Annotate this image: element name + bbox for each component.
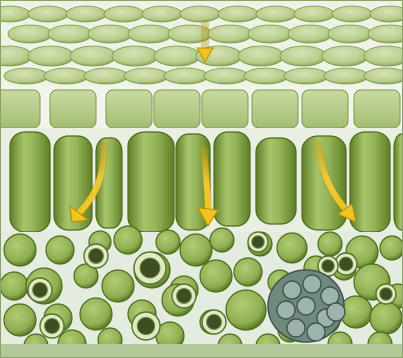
cuticle-cell <box>204 68 248 84</box>
palisade-cell <box>394 134 403 230</box>
xylem-tube <box>297 297 315 315</box>
cuticle-cell <box>44 68 88 84</box>
spongy-cell <box>114 226 142 254</box>
spongy-cell <box>46 236 74 264</box>
spongy-cell <box>380 236 403 260</box>
spongy-cell <box>102 270 134 302</box>
epidermis-cell <box>154 90 200 128</box>
spongy-cell <box>226 290 266 330</box>
palisade-cell <box>256 138 296 224</box>
cuticle-cell <box>142 6 182 22</box>
cuticle-cell <box>180 6 220 22</box>
cuticle-cell <box>208 25 252 43</box>
cuticle-cell <box>332 6 372 22</box>
cuticle-cell <box>4 68 48 84</box>
spongy-cell <box>156 230 180 254</box>
cuticle-cell <box>28 46 74 66</box>
cuticle-cell <box>124 68 168 84</box>
spongy-cell <box>234 258 262 286</box>
spongy-cell <box>4 234 36 266</box>
vascular-bundle <box>268 270 345 342</box>
cuticle-cell <box>364 68 403 84</box>
xylem-tube <box>321 287 339 305</box>
cuticle-cell <box>238 46 284 66</box>
palisade-cell <box>10 132 50 232</box>
cuticle-cell <box>370 6 403 22</box>
epidermis-cell <box>252 90 298 128</box>
palisade-cell <box>214 132 250 226</box>
xylem-tube <box>287 319 305 337</box>
epidermis-cell <box>202 90 248 128</box>
spongy-cell <box>318 232 342 256</box>
stoma-pore <box>339 257 353 271</box>
epidermis-cell <box>354 90 400 128</box>
cuticle-cell <box>164 68 208 84</box>
spongy-cell <box>277 233 307 263</box>
stoma-pore <box>140 258 160 278</box>
epidermis-cell <box>50 90 96 128</box>
stoma-pore <box>380 288 392 300</box>
cuticle-cell <box>104 6 144 22</box>
stoma-pore <box>137 317 154 334</box>
cuticle-cell <box>284 68 328 84</box>
palisade-cell <box>350 132 390 232</box>
spongy-cell <box>370 302 402 334</box>
epidermis-cell <box>106 90 152 128</box>
cuticle-cell <box>218 6 258 22</box>
stoma-pore <box>45 319 60 334</box>
cuticle-cell <box>128 25 172 43</box>
cuticle-cell <box>256 6 296 22</box>
epidermis-cell <box>302 90 348 128</box>
cuticle-cell <box>248 25 292 43</box>
lower-epidermis <box>0 344 403 358</box>
cuticle-cell <box>112 46 158 66</box>
cuticle-cell <box>324 68 368 84</box>
cuticle-cell <box>364 46 403 66</box>
upper-epidermis-rectangular-cells <box>0 86 403 132</box>
spongy-cell <box>200 260 232 292</box>
cuticle-cell <box>322 46 368 66</box>
spongy-cell <box>180 234 212 266</box>
cuticle-cell <box>154 46 200 66</box>
cuticle-cell <box>328 25 372 43</box>
spongy-cell <box>210 228 234 252</box>
cuticle-cell <box>70 46 116 66</box>
cuticle-cell <box>8 25 52 43</box>
cuticle-cell <box>288 25 332 43</box>
xylem-tube <box>277 301 295 319</box>
stoma-pore <box>89 249 104 264</box>
stoma-pore <box>322 260 334 272</box>
cuticle-cell <box>84 68 128 84</box>
xylem-tube <box>283 281 301 299</box>
cuticle-cell <box>280 46 326 66</box>
stoma-pore <box>207 315 222 330</box>
xylem-tube <box>327 303 345 321</box>
spongy-cell <box>0 272 28 300</box>
stoma-pore <box>252 236 264 248</box>
spongy-cell <box>4 304 36 336</box>
palisade-cell <box>128 132 174 232</box>
cuticle-cell <box>48 25 92 43</box>
xylem-tube <box>307 323 325 341</box>
cuticle-cell <box>66 6 106 22</box>
xylem-tube <box>303 275 321 293</box>
cuticle-cell <box>88 25 132 43</box>
palisade-cell <box>302 136 346 230</box>
epidermis-cell <box>0 90 40 128</box>
cuticle-cell <box>28 6 68 22</box>
cuticle-cell <box>294 6 334 22</box>
cuticle-cell <box>244 68 288 84</box>
stoma-pore <box>177 289 192 304</box>
spongy-cell <box>80 298 112 330</box>
stoma-pore <box>33 283 48 298</box>
